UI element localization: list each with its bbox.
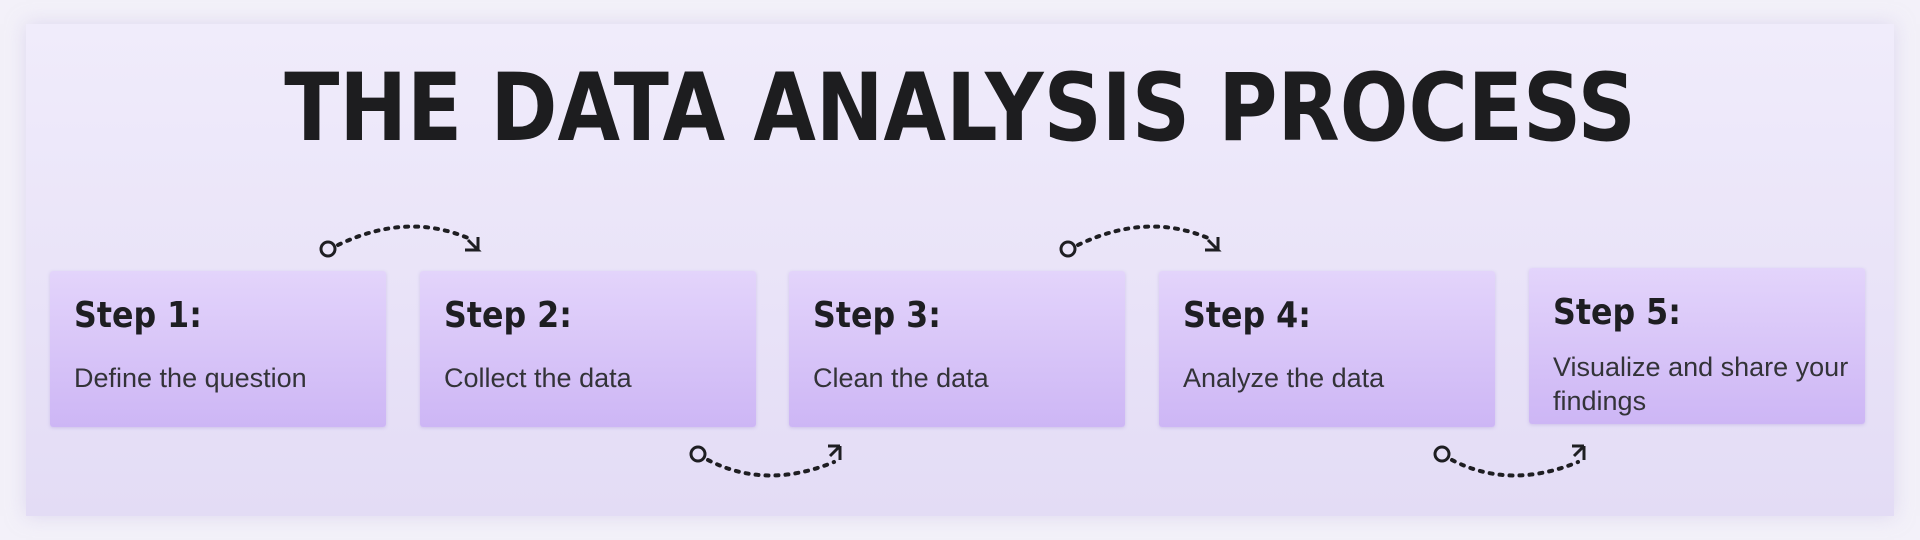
step-5-description: Visualize and share your findings [1553,352,1849,416]
step-4-description: Analyze the data [1183,363,1385,393]
step-2-label: Step 2: [444,295,572,336]
step-1-label: Step 1: [74,295,202,336]
step-2-description: Collect the data [444,363,632,393]
step-3-label: Step 3: [813,295,941,336]
connector-arrow-2-3 [689,444,842,478]
connector-arrow-3-4 [1059,224,1222,258]
diagram-title: THE DATA ANALYSIS PROCESS [284,54,1636,163]
step-3-description: Clean the data [813,363,989,393]
step-3-card: Step 3: Clean the data [789,271,1125,427]
step-1-card: Step 1: Define the question [50,271,386,427]
step-5-card: Step 5: Visualize and share your finding… [1529,268,1865,424]
step-5-label: Step 5: [1553,292,1681,333]
connector-arrow-1-2 [319,224,482,258]
connector-layer [319,224,1586,478]
step-4-label: Step 4: [1183,295,1311,336]
step-4-card: Step 4: Analyze the data [1159,271,1495,427]
connector-arrow-4-5 [1433,444,1586,478]
step-1-description: Define the question [74,363,307,393]
step-2-card: Step 2: Collect the data [420,271,756,427]
diagram-frame: THE DATA ANALYSIS PROCESS Step 1: Def [26,24,1894,516]
